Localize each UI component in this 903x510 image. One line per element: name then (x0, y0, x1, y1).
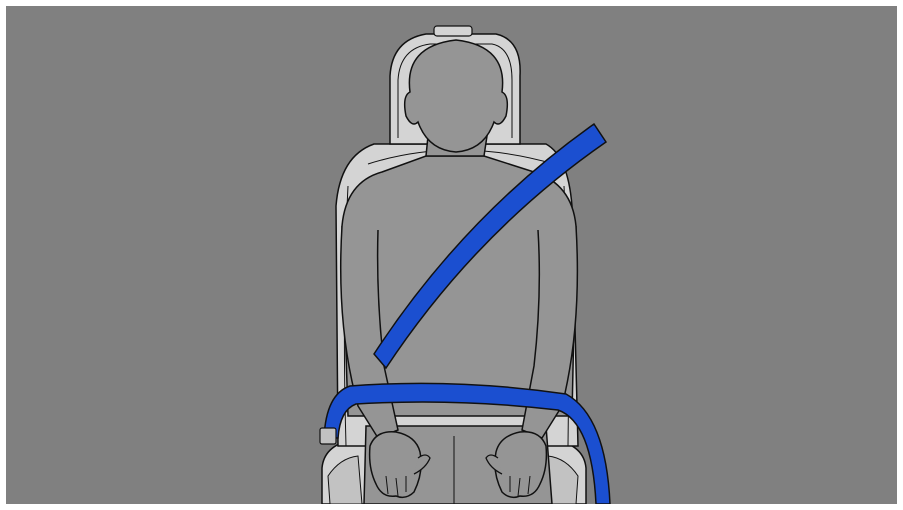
occupant-right-hand (495, 432, 547, 498)
seatbelt-illustration-panel (6, 6, 897, 504)
occupant-left-hand (370, 432, 422, 498)
headrest-top-tab (434, 26, 472, 36)
seatbelt-illustration (6, 6, 897, 504)
seatbelt-buckle (320, 428, 336, 444)
